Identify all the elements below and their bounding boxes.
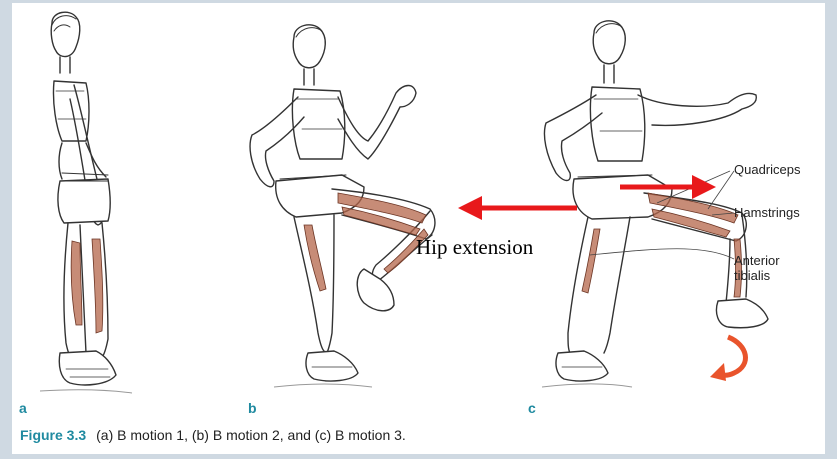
- figure-a-muscles: [71, 239, 103, 333]
- caption-text: (a) B motion 1, (b) B motion 2, and (c) …: [96, 427, 406, 443]
- figure-c-ground: [542, 384, 632, 387]
- panel-letter-b: b: [248, 400, 257, 416]
- figure-illustration: [12, 3, 825, 454]
- hamstrings-label: Hamstrings: [734, 205, 800, 220]
- figure-a-person: [51, 12, 116, 385]
- figure-a-ground: [40, 390, 132, 393]
- figure-frame: Quadriceps Hamstrings Anterior tibialis …: [12, 3, 825, 454]
- left-arrow-icon: [458, 196, 577, 220]
- hip-extension-label: Hip extension: [416, 235, 533, 260]
- anterior-tibialis-label-line1: Anterior: [734, 253, 780, 268]
- quadriceps-label: Quadriceps: [734, 162, 800, 177]
- panel-letter-a: a: [19, 400, 27, 416]
- panel-letter-c: c: [528, 400, 536, 416]
- anterior-tibialis-label-line2: tibialis: [734, 268, 770, 283]
- rotation-arrow-icon: [710, 337, 745, 381]
- figure-caption: Figure 3.3 (a) B motion 1, (b) B motion 2…: [20, 427, 406, 443]
- figure-b-ground: [274, 384, 372, 387]
- figure-number: Figure 3.3: [20, 427, 86, 443]
